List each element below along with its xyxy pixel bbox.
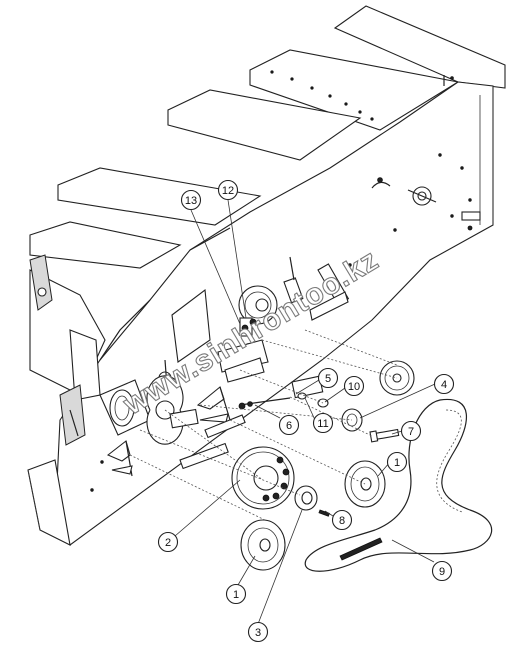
lower-frame xyxy=(27,459,71,546)
callout-label: 1 xyxy=(233,589,239,601)
callout-1-upper: 1 xyxy=(386,451,408,473)
callout-6: 6 xyxy=(278,414,300,436)
callout-label: 5 xyxy=(325,373,331,385)
callout-label: 12 xyxy=(222,185,234,197)
callout-4: 4 xyxy=(433,373,455,395)
callout-label: 8 xyxy=(339,515,345,527)
hopper-top xyxy=(29,5,506,269)
drive-chain xyxy=(304,398,493,572)
callout-label: 11 xyxy=(317,418,328,430)
callout-1-lower: 1 xyxy=(225,583,247,605)
callout-2: 2 xyxy=(157,531,179,553)
callout-5: 5 xyxy=(317,367,339,389)
center-hub xyxy=(294,485,330,517)
callout-3: 3 xyxy=(247,621,269,643)
callouts: 13 12 5 10 4 6 11 7 xyxy=(157,179,455,643)
callout-10: 10 xyxy=(343,375,365,397)
callout-9: 9 xyxy=(431,560,453,582)
callout-label: 6 xyxy=(286,420,292,432)
callout-label: 10 xyxy=(348,381,360,393)
callout-label: 1 xyxy=(394,457,400,469)
bolt xyxy=(369,428,400,443)
callout-label: 13 xyxy=(185,195,197,207)
left-linkage xyxy=(29,254,151,446)
assembly-lines xyxy=(129,329,398,521)
upper-sprocket-group xyxy=(171,256,350,399)
callout-label: 7 xyxy=(408,426,414,438)
callout-11: 11 xyxy=(312,412,334,434)
callout-8: 8 xyxy=(331,509,353,531)
callout-13: 13 xyxy=(180,189,202,211)
leader-lines xyxy=(174,199,436,625)
callout-7: 7 xyxy=(400,420,422,442)
callout-label: 9 xyxy=(439,566,445,578)
callout-label: 3 xyxy=(255,627,261,639)
callout-12: 12 xyxy=(217,179,239,201)
callout-label: 4 xyxy=(441,379,447,391)
large-sprocket xyxy=(231,446,295,510)
lower-pulley xyxy=(240,519,286,571)
callout-label: 2 xyxy=(165,537,171,549)
